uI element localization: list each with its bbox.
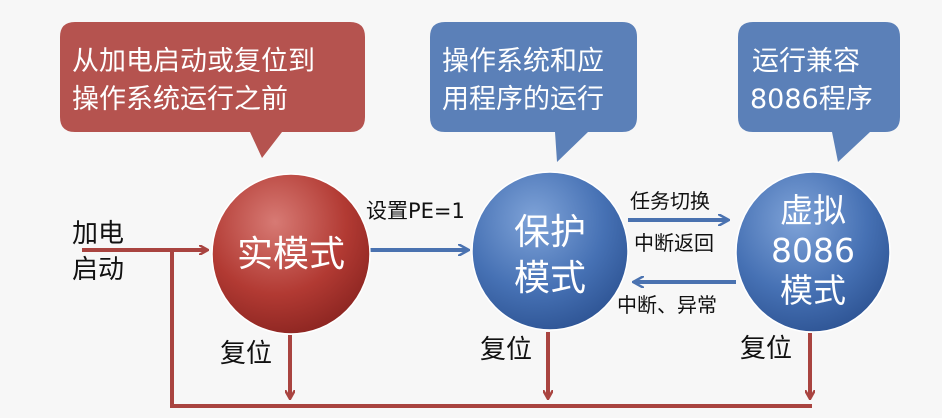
- svg-text:8086: 8086: [771, 231, 855, 270]
- power-on-label: 加电: [72, 219, 124, 249]
- svg-text:运行兼容: 运行兼容: [752, 46, 860, 77]
- task-switch-label: 任务切换: [630, 189, 710, 213]
- reset-label-protected: 复位: [480, 335, 532, 365]
- interrupt-return-label: 中断返回: [634, 231, 714, 255]
- reset-bus: [82, 250, 812, 408]
- node-real-mode: 实模式: [211, 173, 371, 335]
- node-protected-mode: 保护 模式: [471, 171, 629, 331]
- callout-virtual-8086-mode: 运行兼容 8086程序: [738, 22, 900, 162]
- callout-protected-mode: 操作系统和应 用程序的运行: [430, 22, 637, 162]
- interrupt-exception-label: 中断、异常: [617, 293, 717, 317]
- reset-label-real: 复位: [220, 339, 272, 369]
- node-virtual-8086-mode: 虚拟 8086 模式: [735, 171, 891, 333]
- set-pe-label: 设置PE=1: [366, 199, 465, 223]
- reset-label-virtual: 复位: [740, 334, 792, 364]
- svg-text:实模式: 实模式: [237, 234, 345, 275]
- svg-text:从加电启动或复位到: 从加电启动或复位到: [72, 46, 315, 77]
- callout-real-mode: 从加电启动或复位到 操作系统运行之前: [60, 22, 365, 158]
- power-on-label: 启动: [72, 255, 124, 285]
- svg-text:模式: 模式: [780, 271, 846, 310]
- svg-text:操作系统运行之前: 操作系统运行之前: [72, 84, 288, 115]
- svg-text:操作系统和应: 操作系统和应: [442, 46, 604, 77]
- svg-text:8086程序: 8086程序: [750, 84, 873, 115]
- reset-return-line: [170, 250, 812, 408]
- svg-text:保护: 保护: [514, 212, 586, 253]
- svg-text:模式: 模式: [514, 258, 586, 299]
- svg-text:用程序的运行: 用程序的运行: [442, 84, 604, 115]
- svg-text:虚拟: 虚拟: [780, 191, 846, 230]
